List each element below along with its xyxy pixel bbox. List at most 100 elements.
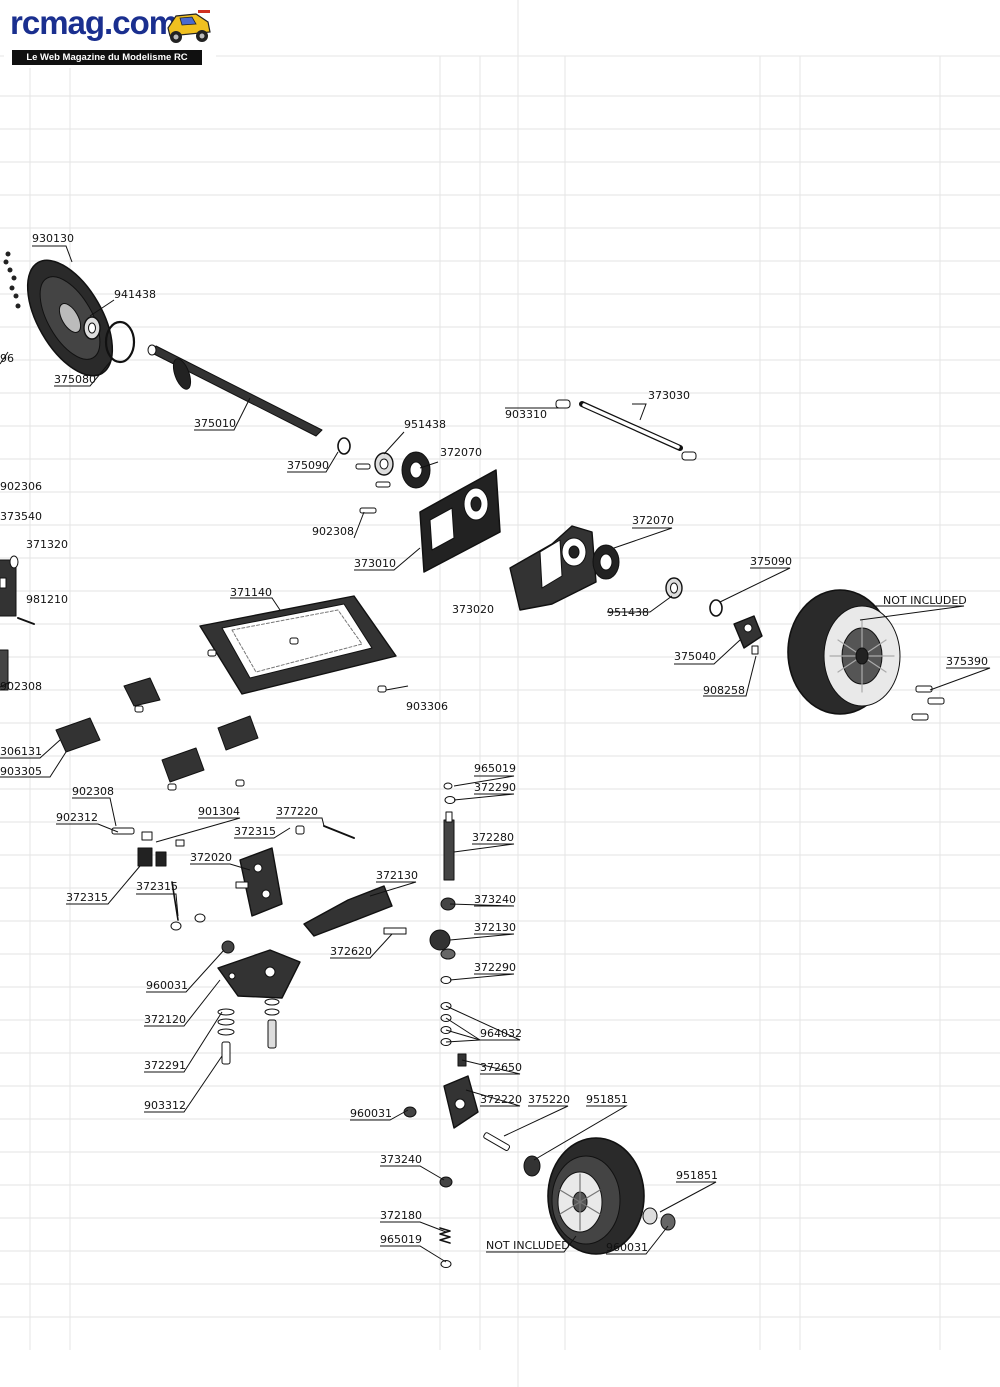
label-951851-b: 951851 (676, 1169, 718, 1182)
bulkhead-373010-part (419, 469, 501, 573)
label-373240-b: 373240 (380, 1153, 422, 1166)
label-372070-top: 372070 (440, 446, 482, 459)
label-930130: 930130 (32, 232, 74, 245)
label-908258: 908258 (703, 684, 745, 697)
label-372070-mid: 372070 (632, 514, 674, 527)
label-951438-mid: 951438 (607, 606, 649, 619)
label-372120: 372120 (144, 1013, 186, 1026)
left-edge-parts (0, 555, 35, 691)
label-372290-top: 372290 (474, 781, 516, 794)
rc-car-icon (167, 10, 211, 43)
ball-960031-a-part (221, 940, 235, 954)
label-375040: 375040 (674, 650, 716, 663)
label-373240-a: 373240 (474, 893, 516, 906)
shock-stack-part (429, 782, 467, 1067)
bearing-941438-part (83, 316, 101, 340)
front-wheel-part (523, 1137, 676, 1255)
label-903312: 903312 (144, 1099, 186, 1112)
label-377220: 377220 (276, 805, 318, 818)
label-372290-b: 372290 (474, 961, 516, 974)
label-372220: 372220 (480, 1093, 522, 1106)
wheel-screws-375390-part (911, 685, 945, 721)
spur-gear-part (26, 259, 114, 377)
label-373020: 373020 (452, 603, 494, 616)
steering-block-372020-part (235, 847, 283, 917)
logo-wordmark: rcmag.com (10, 4, 178, 41)
label-372650: 372650 (480, 1061, 522, 1074)
label-941438: 941438 (114, 288, 156, 301)
label-372620: 372620 (330, 945, 372, 958)
lower-center-parts (403, 1075, 511, 1188)
label-375010: 375010 (194, 417, 236, 430)
label-903305: 903305 (0, 765, 42, 778)
label-372315-a: 372315 (234, 825, 276, 838)
label-372130-b: 372130 (474, 921, 516, 934)
label-965019-top: 965019 (474, 762, 516, 775)
label-375090-top: 375090 (287, 459, 329, 472)
label-373010: 373010 (354, 557, 396, 570)
label-902306: 902306 (0, 480, 42, 493)
rear-wheel-part (787, 589, 901, 715)
faded-rows (0, 95, 1000, 1318)
steering-parts (111, 825, 355, 931)
cam-372070-top-part (401, 451, 431, 489)
main-shaft-375010-part (147, 344, 323, 437)
label-903310: 903310 (505, 408, 547, 421)
cam-372070-mid-part (592, 544, 620, 580)
label-372280: 372280 (472, 831, 514, 844)
label-951438-top: 951438 (404, 418, 446, 431)
label-964032: 964032 (480, 1027, 522, 1040)
label-306131: 306131 (0, 745, 42, 758)
label-902308-c: 902308 (72, 785, 114, 798)
o-ring-375090-mid-part (709, 599, 723, 617)
label-902308-b: 902308 (0, 680, 42, 693)
label-371140: 371140 (230, 586, 272, 599)
label-960031-b: 960031 (350, 1107, 392, 1120)
spring-372180-part (439, 1227, 452, 1268)
label-965019-b: 965019 (380, 1233, 422, 1246)
label-372315-b: 372315 (66, 891, 108, 904)
o-ring-375080-part (104, 320, 136, 364)
label-375390: 375390 (946, 655, 988, 668)
label-not-included-top: NOT INCLUDED (883, 594, 967, 607)
label-372315-c: 372315 (136, 880, 178, 893)
gear-teeth-part (3, 251, 21, 309)
lower-arm-372120-part (217, 949, 301, 999)
label-373540: 373540 (0, 510, 42, 523)
label-901304: 901304 (198, 805, 240, 818)
logo-tagline: Le Web Magazine du Modelisme RC (12, 50, 202, 65)
label-96: 96 (0, 352, 14, 365)
label-371320: 371320 (26, 538, 68, 551)
label-951851-a: 951851 (586, 1093, 628, 1106)
leader-lines (0, 245, 991, 1263)
upper-arm-372130-part (303, 885, 407, 937)
label-902308-a: 902308 (312, 525, 354, 538)
label-372020: 372020 (190, 851, 232, 864)
pin-373030-part (555, 399, 697, 461)
screw-902308-a-part (359, 507, 377, 514)
label-373030: 373030 (648, 389, 690, 402)
label-981210: 981210 (26, 593, 68, 606)
label-375220: 375220 (528, 1093, 570, 1106)
label-375090-mid: 375090 (750, 555, 792, 568)
part-labels: 930130 941438 96 375080 375010 951438 37… (0, 232, 988, 1254)
bearing-951438-mid-part (665, 577, 683, 599)
body-post-mounts-part (55, 677, 259, 783)
label-960031-c: 960031 (606, 1241, 648, 1254)
washer-stack-372291-part (217, 1008, 235, 1065)
o-ring-375090-top-part (337, 437, 351, 455)
label-372180: 372180 (380, 1209, 422, 1222)
small-screws-top-part (355, 463, 391, 488)
parts (0, 251, 945, 1268)
label-960031-a: 960031 (146, 979, 188, 992)
motor-mount-373020-part (509, 525, 597, 611)
plate-screws-part (134, 637, 387, 791)
label-not-included-bottom: NOT INCLUDED (486, 1239, 570, 1252)
stud-stack-part (264, 998, 280, 1049)
rcmag-logo[interactable]: rcmag.com Le Web Magazine du Modelisme R… (4, 4, 216, 68)
label-372130-a: 372130 (376, 869, 418, 882)
label-902312: 902312 (56, 811, 98, 824)
label-375080: 375080 (54, 373, 96, 386)
